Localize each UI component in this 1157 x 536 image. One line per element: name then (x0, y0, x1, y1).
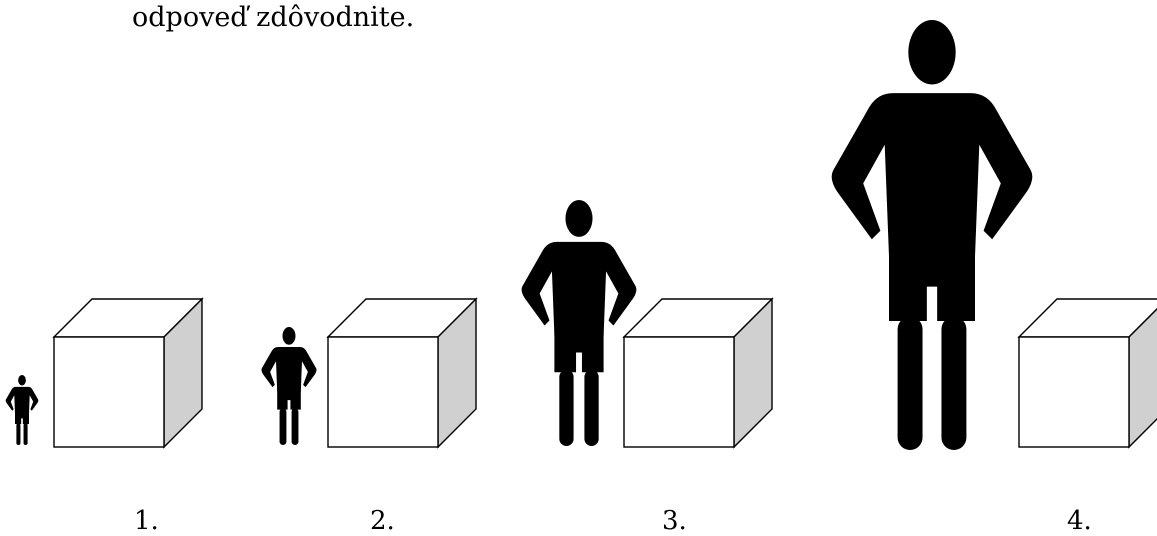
cube-4 (1018, 298, 1157, 448)
panel-label-2: 2. (370, 506, 395, 536)
panel-label-1: 1. (134, 506, 159, 536)
cube-2 (327, 298, 477, 448)
person-figure-1 (5, 375, 39, 445)
person-figure-4 (831, 20, 1033, 451)
panel-label-4: 4. (1067, 506, 1092, 536)
person-figure-2 (261, 327, 317, 445)
panel-label-3: 3. (662, 506, 687, 536)
person-figure-3 (521, 200, 637, 446)
instruction-caption: odpoveď zdôvodnite. (132, 2, 415, 33)
cube-1 (53, 298, 203, 448)
cube-3 (623, 298, 773, 448)
